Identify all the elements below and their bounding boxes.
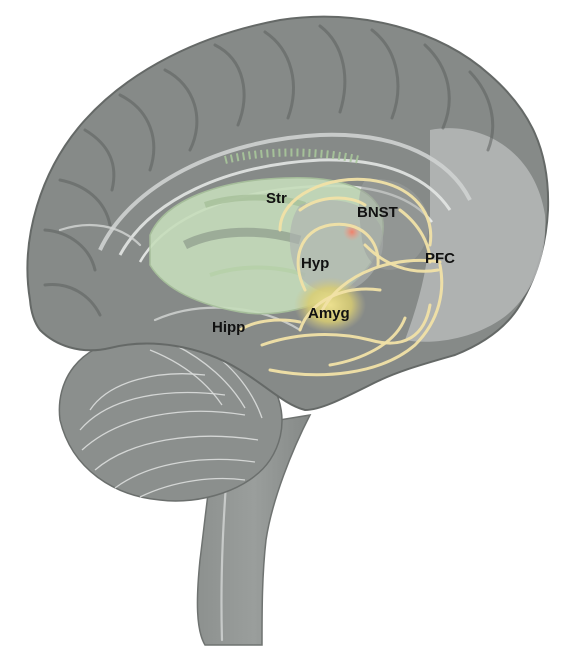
label-hipp: Hipp (212, 319, 245, 336)
label-str: Str (266, 190, 287, 207)
label-bnst: BNST (357, 204, 398, 221)
label-hyp: Hyp (301, 255, 329, 272)
label-amyg: Amyg (308, 305, 350, 322)
label-pfc: PFC (425, 250, 455, 267)
